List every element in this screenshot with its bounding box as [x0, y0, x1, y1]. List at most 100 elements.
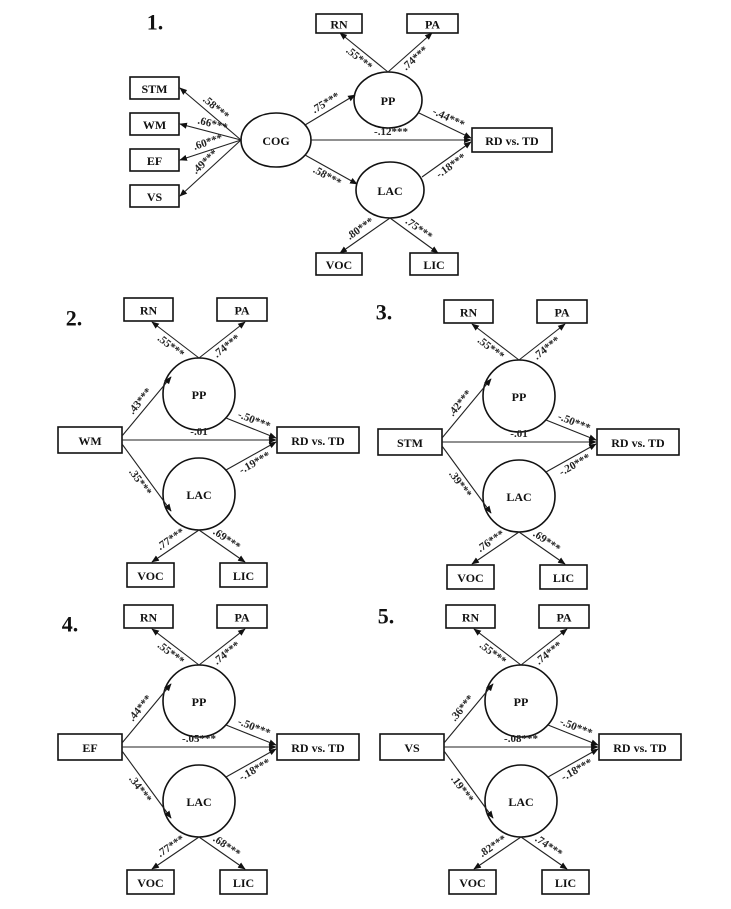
box-rn: RN — [123, 604, 174, 629]
path-pp-rn-arrow — [473, 628, 522, 666]
box-outcome-box — [276, 733, 360, 761]
box-indicator-vs-label: VS — [147, 190, 163, 204]
path-cog-wm-arrow — [179, 122, 242, 141]
ellipse-pp: PP — [162, 357, 236, 431]
path-lac-voc: .77*** — [151, 526, 200, 563]
path-source-lac: .34*** — [121, 750, 172, 819]
path-lac-outcome-arrow — [225, 441, 277, 471]
path-lac-lic-arrow — [198, 529, 246, 563]
path-source-pp: .36*** — [443, 683, 494, 744]
box-pa-label: PA — [234, 304, 249, 318]
box-outcome-box — [471, 127, 553, 153]
path-pp-pa-arrow — [520, 628, 568, 666]
path-pp-outcome-arrow — [547, 724, 599, 746]
ellipse-pp-label: PP — [514, 695, 529, 709]
path-pp-rn-arrow — [471, 323, 520, 361]
box-rn: RN — [445, 604, 496, 629]
path-lac-voc-arrow — [339, 217, 391, 254]
path-pp-rn: .55*** — [471, 323, 520, 363]
box-pa-label: PA — [554, 306, 569, 320]
path-pp-rn: .55*** — [473, 628, 522, 668]
box-pa-label: PA — [425, 18, 440, 32]
ellipse-lac: LAC — [162, 764, 236, 838]
box-rn-box — [123, 297, 174, 322]
ellipse-pp-label: PP — [192, 388, 207, 402]
path-cog-vs-arrow — [179, 139, 242, 197]
box-lic-box — [541, 869, 590, 895]
box-rn-label: RN — [140, 611, 158, 625]
path-source-outcome-coefficient: -.01 — [190, 426, 207, 438]
box-outcome: RD vs. TD — [596, 428, 680, 456]
box-pa-box — [538, 604, 590, 629]
path-cog-vs: .49*** — [179, 139, 242, 197]
path-pp-outcome: -.50*** — [547, 716, 599, 746]
path-source-outcome-coefficient: -.01 — [510, 428, 527, 440]
path-source-pp: .43*** — [121, 376, 172, 437]
path-cog-stm-arrow — [179, 87, 242, 141]
path-pp-rn-arrow — [339, 32, 389, 73]
ellipse-pp-label: PP — [192, 695, 207, 709]
box-source: VS — [379, 733, 445, 761]
box-voc-box — [446, 564, 495, 590]
ellipse-lac: LAC — [355, 161, 425, 219]
path-pp-outcome-arrow — [225, 724, 277, 746]
box-outcome: RD vs. TD — [276, 733, 360, 761]
box-rn-box — [445, 604, 496, 629]
path-lac-lic-arrow — [389, 217, 439, 254]
path-lac-lic-arrow — [198, 836, 246, 870]
path-lac-outcome-arrow — [545, 443, 597, 473]
ellipse-pp: PP — [162, 664, 236, 738]
path-lac-voc-arrow — [151, 529, 200, 563]
path-pp-rn: .55*** — [151, 628, 200, 668]
ellipse-pp-label: PP — [381, 94, 396, 108]
diagram-number: 5. — [378, 604, 395, 629]
ellipse-lac-label: LAC — [377, 184, 402, 198]
diagram-number: 2. — [66, 306, 83, 331]
box-lic: LIC — [219, 562, 268, 588]
path-pp-rn-arrow — [151, 321, 200, 359]
box-voc-box — [126, 562, 175, 588]
box-voc-label: VOC — [459, 876, 485, 890]
box-indicator-ef-box — [129, 148, 180, 172]
box-outcome-label: RD vs. TD — [485, 134, 539, 148]
path-source-pp: .44*** — [121, 683, 172, 744]
path-lac-lic: .68*** — [198, 833, 246, 870]
box-rn: RN — [315, 13, 363, 34]
box-voc: VOC — [126, 869, 175, 895]
box-outcome: RD vs. TD — [276, 426, 360, 454]
path-lac-lic: .69*** — [518, 528, 566, 565]
box-indicator-vs: VS — [129, 184, 180, 208]
path-lac-voc: .76*** — [471, 528, 520, 565]
path-lac-voc-arrow — [471, 531, 520, 565]
ellipse-cog-label: COG — [262, 134, 289, 148]
box-lic-box — [219, 869, 268, 895]
box-voc-box — [448, 869, 497, 895]
path-source-lac-arrow — [441, 445, 492, 514]
path-lac-voc: .82*** — [473, 833, 522, 870]
path-pp-outcome-arrow — [418, 112, 472, 139]
diagram-number: 3. — [376, 300, 393, 325]
box-source-label: WM — [78, 434, 101, 448]
ellipse-lac-label: LAC — [506, 490, 531, 504]
box-indicator-wm-box — [129, 112, 180, 136]
box-pa: PA — [216, 297, 268, 322]
path-cog-lac-arrow — [304, 154, 358, 185]
path-pp-pa-arrow — [387, 32, 433, 73]
path-pp-outcome: -.50*** — [225, 716, 277, 746]
box-indicator-ef-label: EF — [147, 154, 162, 168]
box-outcome-box — [276, 426, 360, 454]
box-indicator-vs-box — [129, 184, 180, 208]
box-voc-label: VOC — [326, 258, 352, 272]
box-pa-label: PA — [234, 611, 249, 625]
path-pp-outcome: -.50*** — [545, 411, 597, 441]
box-lic-label: LIC — [233, 876, 254, 890]
path-source-outcome-coefficient: -.05*** — [182, 733, 216, 745]
box-pa: PA — [536, 299, 588, 324]
path-lac-lic: .69*** — [198, 526, 246, 563]
path-pp-pa: .74*** — [198, 628, 246, 667]
path-pp-outcome: -.50*** — [225, 409, 277, 439]
